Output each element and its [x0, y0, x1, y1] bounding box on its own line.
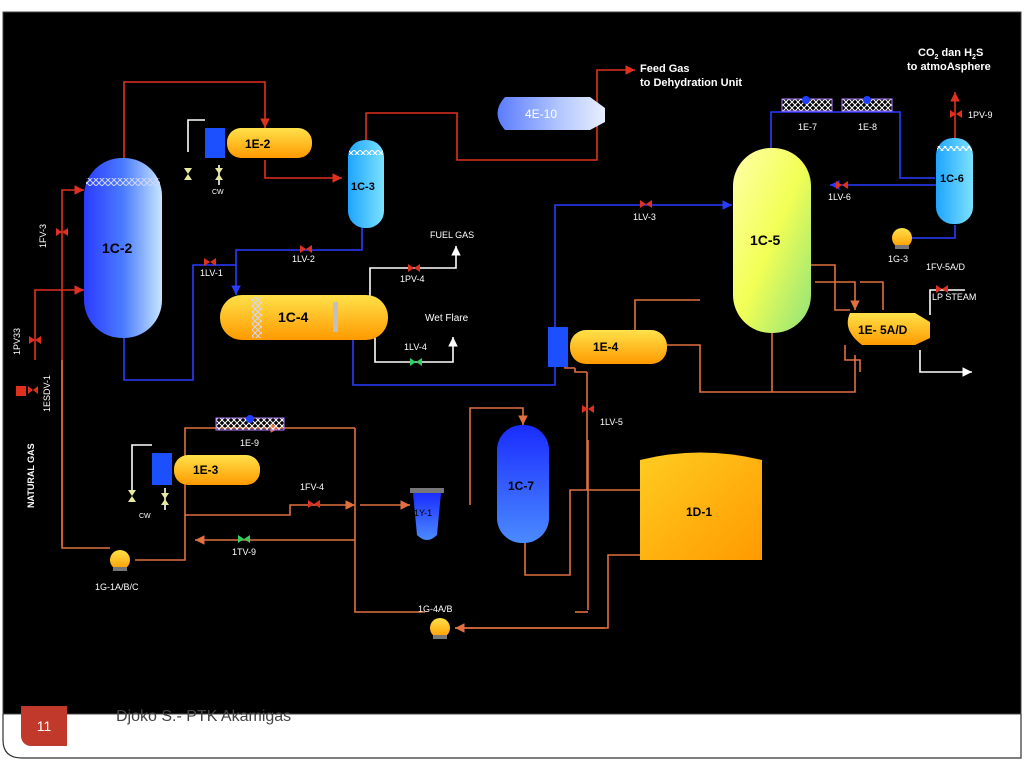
pump-1g-3[interactable]: 1G-3 [888, 228, 912, 264]
column-1c-6[interactable]: 1C-6 [936, 138, 973, 224]
valve-1lv-5[interactable]: 1LV-5 [582, 405, 623, 427]
column-1c-3[interactable]: 1C-3 [348, 140, 384, 228]
cw-label-2: CW [139, 513, 151, 520]
label-1e-9: 1E-9 [240, 438, 259, 448]
label-1fv-4: 1FV-4 [300, 482, 324, 492]
cooler-1e-2[interactable]: 1E-2 [205, 128, 312, 158]
cw-label-1: CW [212, 189, 224, 196]
label-1c-5: 1C-5 [750, 232, 781, 248]
valve-1pv33[interactable]: 1PV33 [12, 328, 41, 355]
label-1pv-4: 1PV-4 [400, 274, 425, 284]
label-1lv-1: 1LV-1 [200, 268, 223, 278]
label-1fv-5ad: 1FV-5A/D [926, 262, 966, 272]
air-cooler-1e-8[interactable]: 1E-8 [841, 96, 893, 132]
pump-1g-1abc[interactable]: 1G-1A/B/C [95, 550, 139, 592]
label-1e-4: 1E-4 [593, 340, 619, 354]
label-1c-2: 1C-2 [102, 240, 133, 256]
feed-gas-label-2: to Dehydration Unit [640, 77, 742, 89]
label-1g-4ab: 1G-4A/B [418, 604, 453, 614]
valve-1lv-4[interactable]: 1LV-4 [404, 342, 427, 366]
h2s-sub: 2 [972, 54, 976, 61]
column-1c-5[interactable]: 1C-5 [733, 148, 811, 333]
air-cooler-1e-9[interactable]: 1E-9 [215, 415, 285, 448]
valve-1tv-9[interactable]: 1TV-9 [232, 535, 256, 557]
drum-1c-4[interactable]: 1C-4 [220, 295, 388, 340]
label-1pv-9: 1PV-9 [968, 110, 993, 120]
label-1lv-4: 1LV-4 [404, 342, 427, 352]
label-1y-1: 1Y-1 [414, 508, 432, 518]
wet-flare-label: Wet Flare [425, 313, 469, 324]
valve-1pv-4[interactable]: 1PV-4 [400, 264, 425, 284]
label-1c-3: 1C-3 [351, 181, 375, 193]
to-atmosphere-label: to atmoAsphere [907, 61, 991, 73]
co2-part: CO [918, 47, 935, 59]
valve-1fv-5ad[interactable]: 1FV-5A/D [926, 262, 966, 293]
valve-1pv-9[interactable]: 1PV-9 [950, 110, 993, 120]
label-1lv-3: 1LV-3 [633, 212, 656, 222]
label-4e-10: 4E-10 [525, 107, 557, 121]
exchanger-4e-10[interactable]: 4E-10 [497, 97, 606, 130]
label-1g-3: 1G-3 [888, 254, 908, 264]
label-1d-1: 1D-1 [686, 505, 712, 519]
cw-valve-icon [128, 168, 223, 505]
valve-1lv-3[interactable]: 1LV-3 [633, 200, 656, 222]
label-1e-5ad: 1E- 5A/D [858, 323, 908, 337]
label-1lv-5: 1LV-5 [600, 417, 623, 427]
air-cooler-1e-7[interactable]: 1E-7 [781, 96, 833, 132]
piping [34, 65, 972, 633]
reboiler-1e-5ad[interactable]: 1E- 5A/D [847, 313, 930, 345]
label-1e-2: 1E-2 [245, 137, 271, 151]
valve-1lv-1[interactable]: 1LV-1 [200, 258, 223, 278]
co2-sub: 2 [935, 54, 939, 61]
valve-1fv-4[interactable]: 1FV-4 [300, 482, 324, 508]
label-1c-7: 1C-7 [508, 479, 534, 493]
label-1fv-3: 1FV-3 [38, 224, 48, 248]
tank-1d-1[interactable]: 1D-1 [640, 452, 762, 561]
label-1tv-9: 1TV-9 [232, 547, 256, 557]
valve-1lv-6[interactable]: 1LV-6 [828, 181, 851, 202]
lp-steam-label: LP STEAM [932, 292, 976, 302]
exchanger-1e-4[interactable]: 1E-4 [548, 327, 667, 367]
label-1g-1abc: 1G-1A/B/C [95, 582, 139, 592]
label-1e-8: 1E-8 [858, 122, 877, 132]
column-1c-7[interactable]: 1C-7 [497, 425, 549, 543]
label-1c-6: 1C-6 [940, 173, 964, 185]
label-1lv-2: 1LV-2 [292, 254, 315, 264]
natural-gas-label: NATURAL GAS [26, 443, 36, 508]
cooler-1e-3[interactable]: 1E-3 [152, 453, 260, 485]
page-number-badge: 11 [21, 706, 67, 746]
filter-1y-1[interactable]: 1Y-1 [410, 488, 444, 540]
co2-part-2: dan H [938, 47, 972, 59]
column-1c-2[interactable]: 1C-2 [84, 158, 162, 338]
feed-gas-label: Feed Gas [640, 63, 690, 75]
label-1lv-6: 1LV-6 [828, 192, 851, 202]
label-1e-7: 1E-7 [798, 122, 817, 132]
valve-1lv-2[interactable]: 1LV-2 [292, 245, 315, 264]
fuel-gas-label: FUEL GAS [430, 230, 474, 240]
label-1e-3: 1E-3 [193, 463, 219, 477]
co2-part-3: S [976, 47, 983, 59]
footer-frame [2, 714, 1022, 759]
label-1c-4: 1C-4 [278, 309, 309, 325]
label-1pv33: 1PV33 [12, 328, 22, 355]
author-label: Djoko S.- PTK Akamigas [116, 708, 292, 725]
valve-1esdv-1[interactable]: 1ESDV-1 [16, 375, 52, 412]
label-1esdv-1: 1ESDV-1 [42, 375, 52, 412]
pump-1g-4ab[interactable]: 1G-4A/B [418, 604, 453, 639]
co2-h2s-label: CO2 dan H2S [918, 47, 983, 61]
valve-1fv-3[interactable]: 1FV-3 [38, 224, 68, 248]
